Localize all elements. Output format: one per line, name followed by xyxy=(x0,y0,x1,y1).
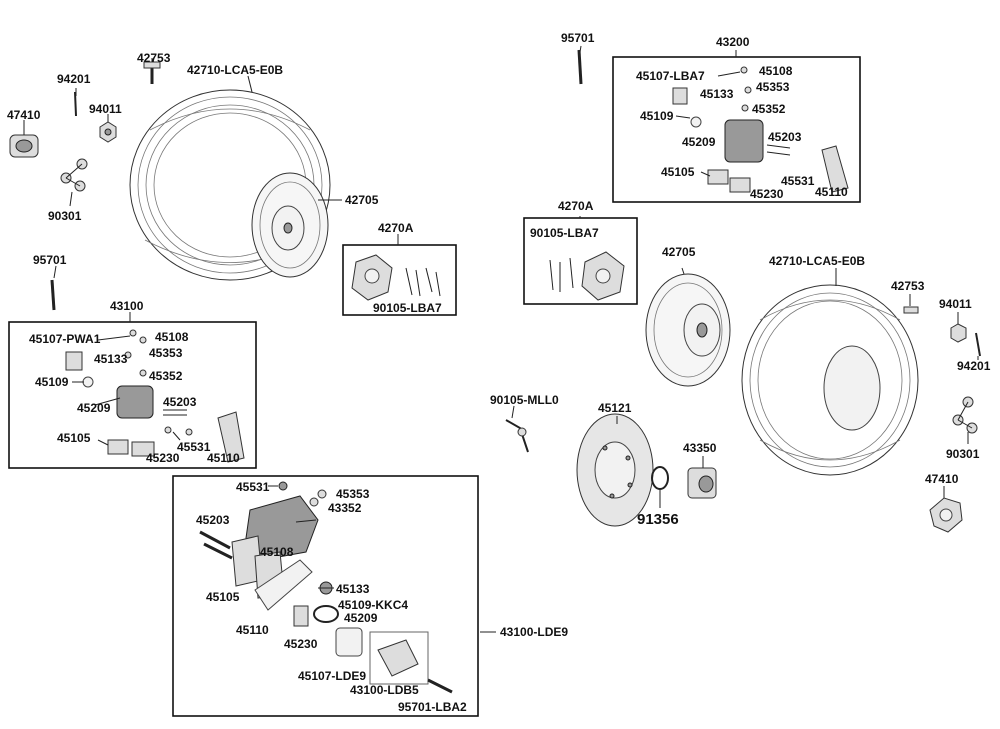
left-caliper-box xyxy=(8,321,257,469)
label-45203-right: 45203 xyxy=(768,130,802,144)
label-95701-lba2: 95701-LBA2 xyxy=(398,700,467,714)
label-45105-bottom: 45105 xyxy=(206,590,240,604)
label-45352-right: 45352 xyxy=(752,102,786,116)
label-45110-bottom: 45110 xyxy=(236,623,269,637)
left-valve-94201 xyxy=(74,91,77,117)
label-43200: 43200 xyxy=(716,35,750,49)
label-90105-mll0: 90105-MLL0 xyxy=(490,393,559,407)
label-45110-right: 45110 xyxy=(815,185,848,199)
label-42710-right: 42710-LCA5-E0B xyxy=(769,254,865,268)
label-45107-lde9: 45107-LDE9 xyxy=(298,669,366,683)
label-90301-right: 90301 xyxy=(946,447,980,461)
label-45352-left: 45352 xyxy=(149,369,183,383)
label-45108-bottom: 45108 xyxy=(260,545,294,559)
label-94011-right: 94011 xyxy=(939,297,972,311)
right-nut-94011 xyxy=(950,323,967,343)
right-bolt-95701 xyxy=(577,49,583,85)
right-bolts-90301 xyxy=(952,396,978,434)
right-rim xyxy=(645,273,731,387)
label-45133-left: 45133 xyxy=(94,352,128,366)
label-45110-left: 45110 xyxy=(207,451,240,465)
label-47410: 47410 xyxy=(7,108,41,122)
label-94011: 94011 xyxy=(89,102,122,116)
left-nut-94011 xyxy=(99,121,117,143)
label-45133-right: 45133 xyxy=(700,87,734,101)
label-45230-bottom: 45230 xyxy=(284,637,318,651)
label-42710-left: 42710-LCA5-E0B xyxy=(187,63,283,77)
label-45209-bottom: 45209 xyxy=(344,611,378,625)
label-42753-right: 42753 xyxy=(891,279,925,293)
right-stud-42753 xyxy=(903,306,919,314)
label-45353-bottom: 45353 xyxy=(336,487,370,501)
label-91356: 91356 xyxy=(637,511,679,528)
label-45209-left: 45209 xyxy=(77,401,111,415)
label-90105-lba7-left: 90105-LBA7 xyxy=(373,301,442,315)
label-47410-right: 47410 xyxy=(925,472,959,486)
label-43100-ldb5: 43100-LDB5 xyxy=(350,683,419,697)
label-45109-kkc4: 45109-KKC4 xyxy=(338,598,408,612)
label-45107-lba7: 45107-LBA7 xyxy=(636,69,705,83)
label-45109-right: 45109 xyxy=(640,109,674,123)
label-45353-right: 45353 xyxy=(756,80,790,94)
label-45109-left: 45109 xyxy=(35,375,69,389)
label-45105-right: 45105 xyxy=(661,165,695,179)
label-43352-bottom: 43352 xyxy=(328,501,362,515)
ring-91356 xyxy=(651,466,669,490)
label-90301: 90301 xyxy=(48,209,82,223)
label-94201-right: 94201 xyxy=(957,359,991,373)
label-45531-left: 45531 xyxy=(177,440,211,454)
left-bolts-90301 xyxy=(60,158,88,192)
label-94201: 94201 xyxy=(57,72,91,86)
right-caliper-box xyxy=(612,56,861,203)
bottom-caliper-box xyxy=(172,475,479,717)
label-42705-right: 42705 xyxy=(662,245,696,259)
label-45107-pwa1: 45107-PWA1 xyxy=(29,332,101,346)
left-stud-42753 xyxy=(143,61,161,84)
label-95701-left: 95701 xyxy=(33,253,67,267)
label-42753: 42753 xyxy=(137,51,171,65)
label-45531-right: 45531 xyxy=(781,174,815,188)
right-sensor-90105-mll0 xyxy=(505,419,529,453)
label-95701-right: 95701 xyxy=(561,31,595,45)
labels: 94201 42753 42710-LCA5-E0B 47410 94011 9… xyxy=(7,31,991,714)
label-42705-left: 42705 xyxy=(345,193,379,207)
right-hub-box xyxy=(523,217,638,305)
label-45133-bottom: 45133 xyxy=(336,582,370,596)
label-45121: 45121 xyxy=(598,401,632,415)
right-cap-47410 xyxy=(929,497,963,533)
right-tire xyxy=(741,284,919,476)
label-45108-right: 45108 xyxy=(759,64,793,78)
label-45353-left: 45353 xyxy=(149,346,183,360)
label-45105-left: 45105 xyxy=(57,431,91,445)
left-bolt-95701 xyxy=(50,279,56,311)
label-45230-right: 45230 xyxy=(750,187,784,201)
hub-43350 xyxy=(687,467,717,499)
label-4270A-right: 4270A xyxy=(558,199,594,213)
left-hub-box xyxy=(342,244,457,316)
label-45203-bottom: 45203 xyxy=(196,513,230,527)
label-45209-right: 45209 xyxy=(682,135,716,149)
left-bearing-47410 xyxy=(9,134,39,158)
label-43100: 43100 xyxy=(110,299,144,313)
brake-disc-45121 xyxy=(576,413,654,527)
leader-lines xyxy=(23,45,979,633)
left-rim xyxy=(251,172,329,278)
label-45230-left: 45230 xyxy=(146,451,180,465)
label-43100-lde9: 43100-LDE9 xyxy=(500,625,568,639)
label-4270A-left: 4270A xyxy=(378,221,414,235)
right-valve-94201 xyxy=(975,332,981,357)
label-43350: 43350 xyxy=(683,441,717,455)
label-90105-lba7-right: 90105-LBA7 xyxy=(530,226,599,240)
label-45203-left: 45203 xyxy=(163,395,197,409)
label-45531-bottom: 45531 xyxy=(236,480,270,494)
label-45108-left: 45108 xyxy=(155,330,189,344)
